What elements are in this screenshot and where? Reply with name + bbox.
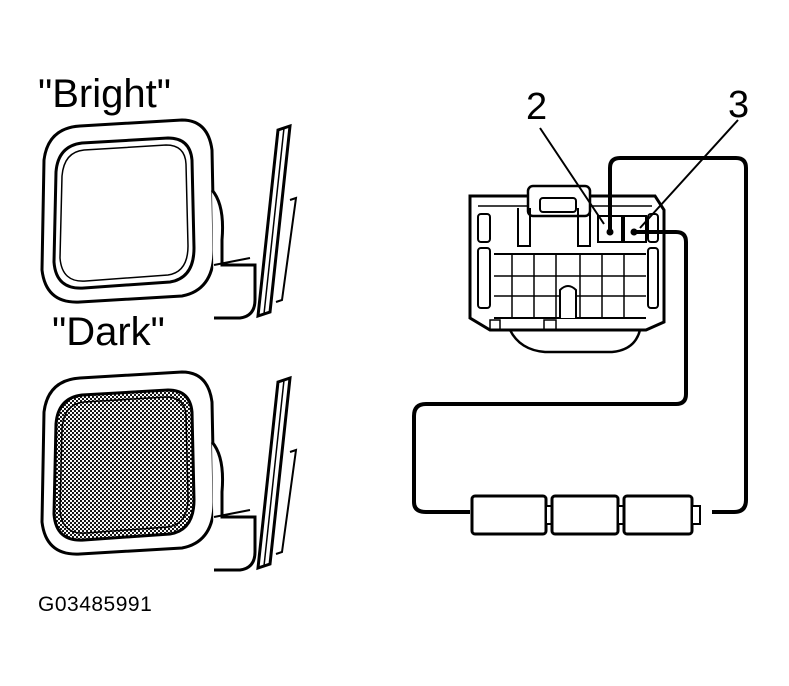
pin-leaders <box>539 119 739 229</box>
pin-2-label: 2 <box>526 86 548 128</box>
mirror-bright-icon <box>40 118 298 320</box>
pin-3-label: 3 <box>728 84 750 126</box>
dark-label: "Dark" <box>52 310 165 354</box>
bright-label: "Bright" <box>38 72 171 116</box>
battery-pack-icon <box>470 494 701 536</box>
test-leads <box>412 156 748 514</box>
figure-code: G03485991 <box>38 593 153 616</box>
mirror-dark-icon <box>40 370 298 572</box>
connector-icon <box>468 184 666 354</box>
